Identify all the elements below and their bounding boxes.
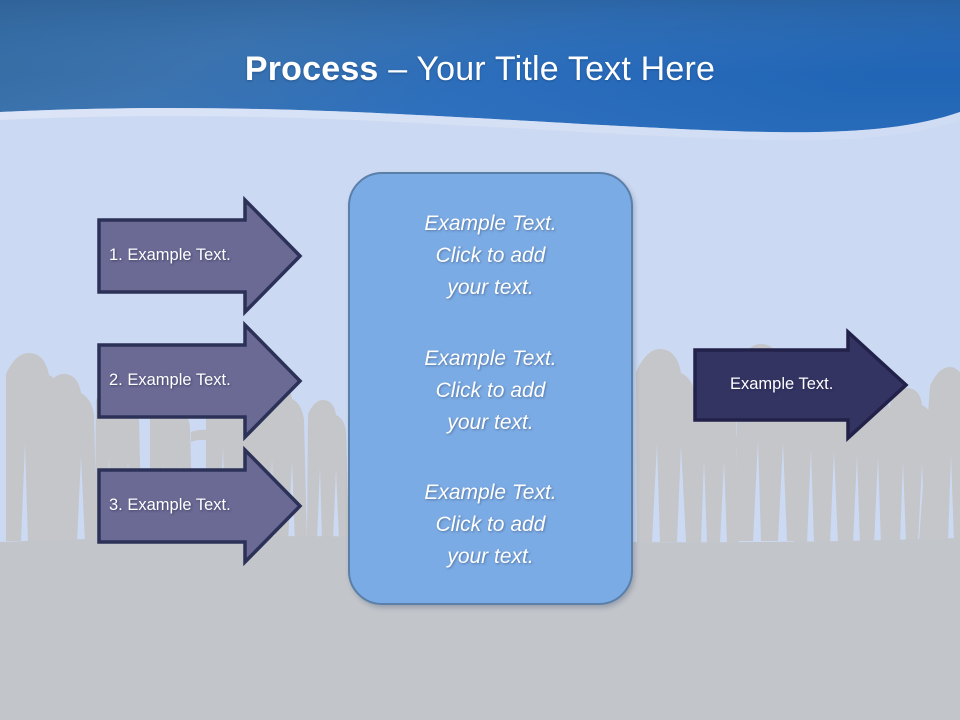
panel-block-2-line-3: your text. (447, 410, 534, 434)
page-title: Process – Your Title Text Here (0, 48, 960, 90)
right-arrow-icon (693, 328, 909, 442)
step-arrow-1[interactable]: 1. Example Text. (97, 195, 303, 317)
result-arrow[interactable]: Example Text. (693, 328, 909, 442)
panel-block-1-line-3: your text. (447, 276, 534, 299)
floor-band (0, 536, 960, 720)
panel-block-3-line-2: Click to add (435, 513, 546, 536)
right-arrow-icon (97, 320, 303, 442)
panel-text-block-3[interactable]: Example Text. Click to add your text. (366, 477, 615, 573)
panel-block-3-line-3: your text. (447, 545, 534, 568)
right-arrow-icon (97, 195, 303, 317)
panel-block-2-line-2: Click to add (435, 378, 546, 402)
page-title-strong: Process (244, 50, 379, 88)
panel-block-3-line-1: Example Text. (424, 481, 557, 504)
panel-block-2-line-1: Example Text. (424, 346, 557, 370)
panel-text-block-2[interactable]: Example Text. Click to add your text. (366, 343, 615, 439)
panel-block-1-line-1: Example Text. (424, 212, 557, 235)
step-arrow-3[interactable]: 3. Example Text. (97, 445, 303, 567)
step-arrow-2[interactable]: 2. Example Text. (97, 320, 303, 442)
panel-block-1-line-2: Click to add (435, 244, 546, 267)
center-text-panel[interactable]: Example Text. Click to add your text. Ex… (348, 172, 633, 605)
panel-text-block-1[interactable]: Example Text. Click to add your text. (366, 208, 615, 304)
page-title-rest: – Your Title Text Here (378, 50, 716, 88)
right-arrow-icon (97, 445, 303, 567)
